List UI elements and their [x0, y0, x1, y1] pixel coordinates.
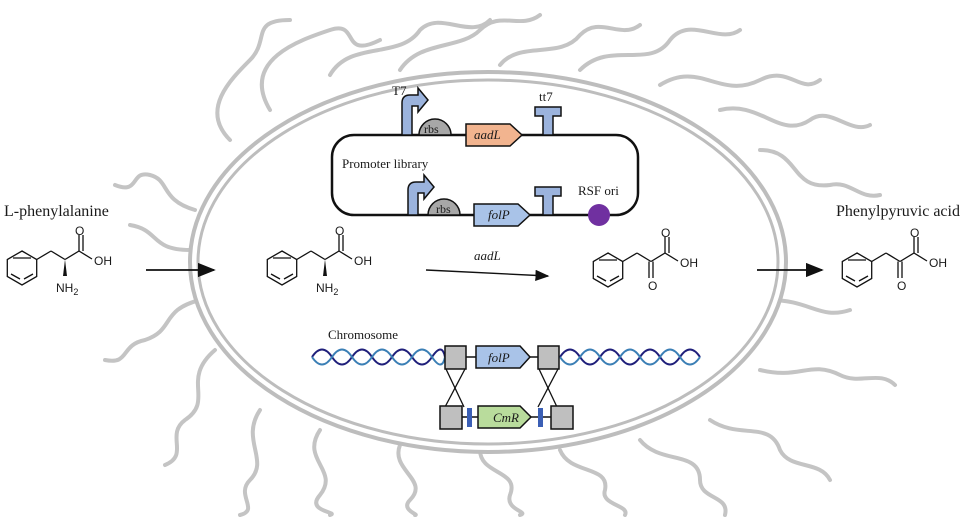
gene-folP-label: folP [488, 207, 510, 222]
gene-aadL [465, 123, 524, 147]
cell-membrane-inner [196, 78, 780, 446]
pilus [578, 27, 742, 72]
pilus [638, 438, 728, 517]
dna-helix-right [559, 348, 701, 366]
marker-label: CmR [493, 410, 519, 425]
enzyme-label: aadL [474, 248, 501, 263]
oh-group: OH [929, 256, 947, 270]
rbs-label: rbs [424, 122, 439, 136]
nh2-main: NH [56, 281, 73, 295]
pilus [478, 448, 525, 517]
pilus [398, 13, 542, 72]
terminator-icon [534, 106, 562, 136]
nh2-group: NH2 [316, 281, 338, 297]
substrate-structure: O OH NH2 [6, 224, 112, 297]
chromosome-locus: folP [444, 345, 560, 370]
chromosome-gene-label: folP [488, 350, 510, 365]
pilus [260, 26, 382, 112]
homology-arm-right [550, 405, 574, 430]
product-structure: O OH O [841, 226, 947, 293]
marker-CmR [477, 405, 533, 429]
pilus [758, 148, 882, 198]
rbs-icon [418, 118, 452, 136]
o-atom: O [75, 224, 84, 238]
dna-strand [311, 348, 446, 366]
dna-strand [559, 348, 701, 366]
promoter-library-label: Promoter library [342, 156, 429, 171]
pilus [396, 443, 418, 517]
dna-strand [559, 348, 701, 366]
rsf-ori-icon [588, 204, 610, 226]
homology-arm-right [537, 345, 560, 370]
pilus [708, 418, 832, 482]
terminator-label: tt7 [539, 89, 553, 104]
homology-arm-left [439, 405, 463, 430]
bottom-cassette: rbs folP RSF ori [407, 172, 619, 227]
pilus [328, 18, 492, 77]
pilus [163, 348, 217, 467]
frt-site-left [467, 408, 472, 427]
pilus [312, 428, 334, 517]
homology-arm-left [444, 345, 467, 370]
pilus [718, 106, 872, 129]
intracellular-substrate-structure: O OH NH2 [266, 224, 372, 297]
dna-helix-left [311, 348, 446, 366]
rbs-icon [427, 198, 461, 216]
pilus [558, 448, 628, 517]
nh2-group: NH2 [56, 281, 78, 297]
rbs-label: rbs [436, 202, 451, 216]
nh2-sub: 2 [333, 287, 338, 297]
terminator-icon [534, 186, 562, 216]
pilus [113, 172, 197, 212]
frt-site-right [538, 408, 543, 427]
pilus [238, 408, 262, 517]
oh-group: OH [354, 254, 372, 268]
chromosome-gene-folP [475, 345, 532, 369]
pilus [128, 223, 192, 252]
promoter-arrow-icon [401, 85, 429, 136]
o-atom: O [661, 226, 670, 240]
nh2-sub: 2 [73, 287, 78, 297]
chromosome-label: Chromosome [328, 327, 398, 342]
pilus [658, 73, 822, 88]
crossover-lines [444, 368, 559, 408]
o-atom: O [335, 224, 344, 238]
promoter-arrow-icon [407, 172, 435, 216]
pilus [215, 18, 292, 142]
gene-aadL-label: aadL [474, 127, 501, 142]
gene-folP [473, 203, 532, 227]
substrate-label: L-phenylalanine [4, 203, 109, 220]
conversion-arrow [425, 269, 550, 281]
oh-group: OH [94, 254, 112, 268]
pilus [758, 367, 897, 387]
promoter-label: T7 [392, 83, 407, 98]
intracellular-product-structure: O OH O [592, 226, 698, 293]
o-atom: O [897, 279, 906, 293]
pilus [498, 23, 642, 67]
pili-group [103, 13, 897, 517]
product-label: Phenylpyruvic acid [836, 203, 960, 220]
rsf-ori-label: RSF ori [578, 183, 619, 198]
pilus [768, 298, 852, 315]
replacement-cassette: CmR [439, 405, 574, 430]
top-cassette: T7 rbs aadL tt7 [392, 83, 562, 147]
dna-strand [311, 348, 446, 366]
o-atom: O [648, 279, 657, 293]
oh-group: OH [680, 256, 698, 270]
pilus [103, 298, 202, 363]
o-atom: O [910, 226, 919, 240]
nh2-main: NH [316, 281, 333, 295]
